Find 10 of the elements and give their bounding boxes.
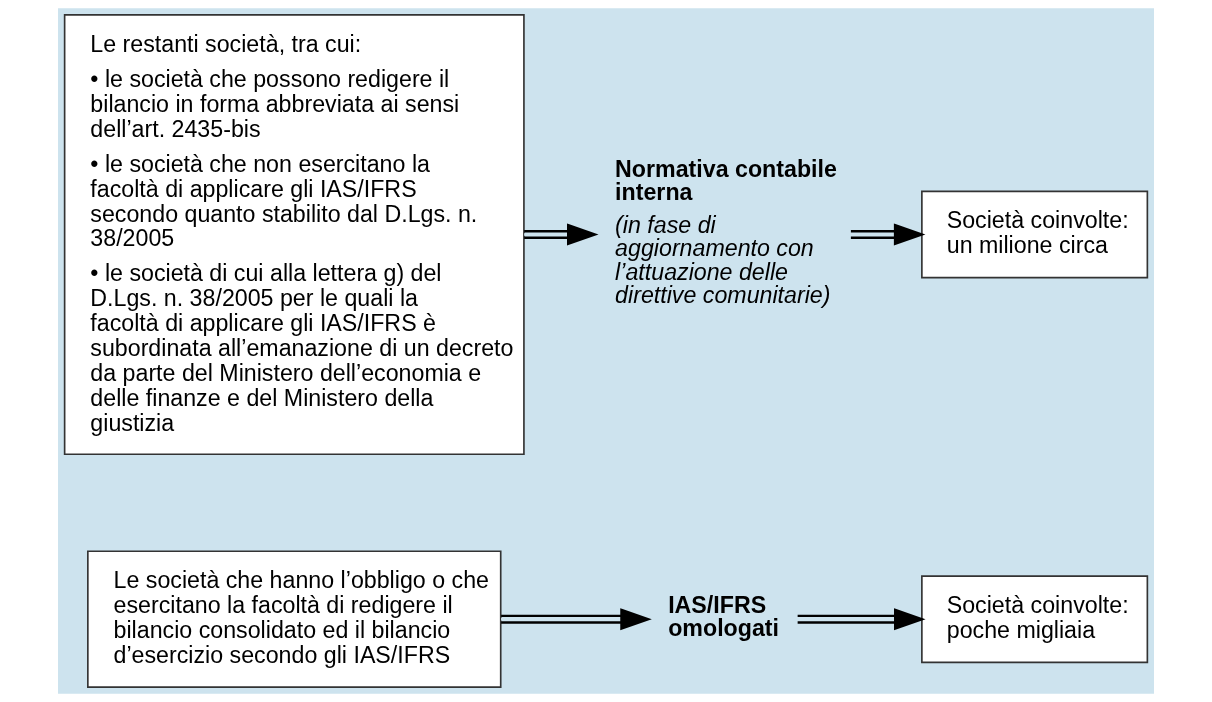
arrow (524, 223, 599, 246)
node-box: Società coinvolte: un milione circa (921, 190, 1149, 279)
node-box: Le società che hanno l’obbligo o che esercitano la facoltà di redigere il bilancio consolidato ed il bilancio d’esercizio secondo gli IAS/IFRS (87, 550, 502, 688)
node-text: IAS/IFRS omologati (668, 591, 780, 642)
arrow (797, 608, 926, 631)
arrow (501, 608, 652, 631)
arrow (850, 223, 926, 246)
node-box: Società coinvolte: poche migliaia (921, 575, 1149, 664)
node-text: Normativa contabile interna (in fase di aggiornamento con l’attuazione delle direttive comunitarie) (615, 155, 837, 308)
node-box: Le restanti società, tra cui: • le società che possono redigere il bilancio in forma abbreviata ai sensi dell’art. 2435-bis • le società che non esercitano la facoltà di applicare gli IAS/IFRS secondo quanto stabilito dal D.Lgs. n. 38/2005 • le società di cui alla lettera g) del D.Lgs. n. 38/2005 per le quali la facoltà di applicare gli IAS/IFRS è subordinata all’emanazione di un decreto da parte del Ministero dell’economia e delle finanze e del Ministero della giustizia (63, 14, 525, 456)
